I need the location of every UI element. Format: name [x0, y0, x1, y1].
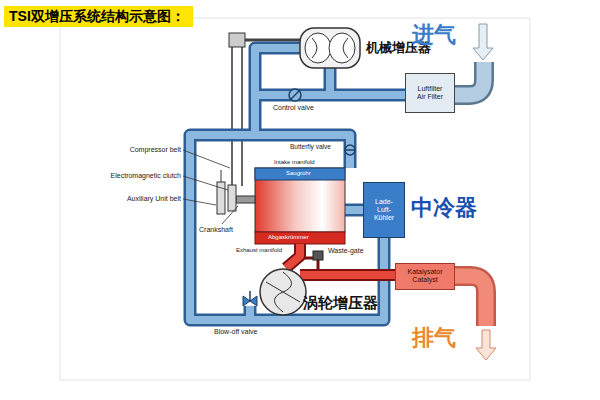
part-name: Waste-gate — [328, 247, 364, 255]
supercharger-rotor — [329, 33, 355, 63]
flow-arrow — [473, 24, 493, 60]
blow-off-valve — [249, 291, 251, 301]
part-name: Electromagnetic clutch — [111, 172, 181, 180]
belt — [221, 170, 222, 182]
part-name: Butterfly valve — [290, 143, 331, 150]
pipe — [345, 206, 363, 214]
box-text: Katalysator — [407, 268, 442, 276]
intake-pipe — [455, 62, 484, 95]
part-name: Auxiliary Unit belt — [127, 195, 181, 203]
pipe — [190, 135, 384, 320]
turbocharger — [260, 269, 306, 315]
leader-line — [183, 176, 228, 190]
intercooler-box: Lade- Luft- Kühler — [363, 182, 405, 238]
frame — [60, 18, 530, 380]
butterfly-valve — [345, 145, 355, 155]
pulley — [229, 33, 245, 47]
part-name: Exhaust manifold — [236, 247, 282, 254]
tail-pipe — [455, 276, 486, 326]
leader-line — [183, 199, 216, 205]
exhaust-manifold — [255, 232, 345, 244]
flow-label: 进气 — [412, 23, 456, 47]
pipe — [255, 91, 405, 99]
exhaust-pipes — [286, 244, 395, 275]
flow-arrow — [476, 330, 496, 360]
part-name: Crankshaft — [199, 226, 233, 234]
engine-block — [255, 168, 345, 232]
air-filter-box: LuftfilterAir Filter — [405, 73, 455, 113]
catalyst-box: KatalysatorCatalyst — [395, 263, 455, 290]
part-name: Blow-off valve — [214, 328, 257, 336]
part-name: Intake manifold — [274, 159, 315, 166]
control-valve — [289, 89, 301, 101]
box-text: Luftfilter — [418, 85, 443, 93]
tail-pipe — [455, 276, 486, 326]
leader-line — [222, 206, 238, 224]
part-name: Control valve — [273, 104, 314, 112]
charge-pipes — [190, 48, 405, 320]
supercharger-housing — [300, 28, 360, 68]
pipe — [300, 269, 395, 281]
turbine-blades — [266, 272, 300, 312]
leader-line — [183, 150, 230, 168]
pipe — [300, 271, 395, 279]
wastegate — [313, 251, 323, 260]
pipe — [326, 68, 334, 95]
shaft — [237, 39, 300, 42]
compressor-belt — [241, 42, 243, 186]
pipe — [190, 135, 384, 320]
part-name: 涡轮增压器 — [303, 295, 378, 312]
pipe — [345, 204, 363, 217]
clutch-pulley — [228, 185, 236, 211]
box-text: Lade- Luft- Kühler — [369, 198, 399, 221]
flow-label: 排气 — [412, 326, 456, 350]
pipe — [286, 244, 300, 268]
part-name: Abgaskrümmer — [268, 234, 309, 241]
compressor-belt — [231, 42, 233, 186]
pipe — [286, 244, 300, 268]
pipe — [246, 306, 254, 320]
leader-lines — [183, 150, 238, 224]
intake-manifold — [255, 168, 345, 180]
exhaust-pipes — [286, 244, 395, 275]
butterfly-valve — [345, 149, 355, 151]
intake-pipe — [455, 62, 484, 95]
control-valve — [290, 90, 300, 100]
charge-pipes — [190, 48, 405, 320]
title: TSI双增压系统结构示意图： — [4, 6, 193, 27]
box-text: Catalyst — [412, 276, 437, 284]
part-name: 中冷器 — [411, 196, 477, 220]
part-name: Saugrohr — [286, 170, 311, 177]
box-text: Air Filter — [417, 93, 443, 101]
supercharger-rotor — [305, 33, 331, 63]
rotor-lobes — [312, 38, 348, 58]
crankshaft — [236, 196, 255, 203]
part-name: Compressor belt — [130, 146, 181, 154]
